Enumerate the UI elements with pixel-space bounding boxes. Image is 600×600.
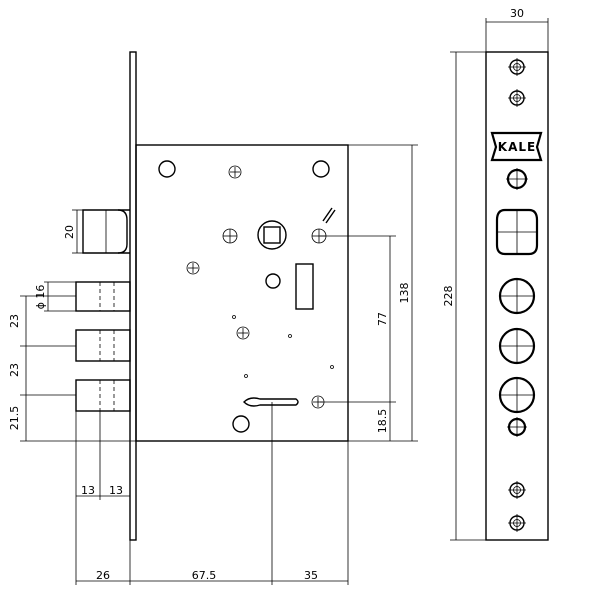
dim-case-remainder: 35: [304, 569, 318, 582]
bolt-1: [75, 281, 131, 312]
dim-deadbolt-height: 20: [63, 225, 76, 239]
dim-bolt-bottom: 21.5: [8, 406, 21, 431]
faceplate: [485, 51, 549, 541]
deadbolt-opening: [495, 208, 539, 256]
slot: [295, 263, 314, 310]
dim-bolt-projection: 26: [96, 569, 110, 582]
dim-total-height: 228: [442, 286, 455, 307]
brand-badge: [490, 131, 543, 162]
spindle-square: [263, 226, 281, 244]
brand-logo: KALE: [498, 140, 536, 154]
dim-bolt-spacing-2: 23: [8, 363, 21, 377]
dim-case-height: 138: [398, 283, 411, 304]
bolt-2: [75, 329, 131, 362]
lock-case: [135, 144, 349, 442]
faceplate-front-view: KALE: [485, 51, 549, 541]
dimension-lines: [20, 18, 549, 585]
spindle-hub: [257, 220, 287, 250]
deadbolt-latch: [82, 209, 130, 254]
dim-spindle-key: 77: [376, 312, 389, 326]
dim-bolt-spacing-1: 23: [8, 314, 21, 328]
dim-key-bottom: 18.5: [376, 409, 389, 434]
dim-faceplate-width: 30: [510, 7, 524, 20]
key-cylinder: [243, 397, 299, 407]
screw-top: [228, 165, 242, 179]
dim-backset: 67.5: [192, 569, 217, 582]
dim-bolt-diameter: ϕ 16: [34, 285, 47, 310]
case-features: [158, 160, 336, 433]
mount-hole-top-right: [312, 160, 330, 178]
mount-hole-top-left: [158, 160, 176, 178]
dim-bolt-step-2: 13: [109, 484, 123, 497]
bolt-3: [75, 379, 131, 412]
dim-bolt-step-1: 13: [81, 484, 95, 497]
lock-body-side-view: [129, 51, 349, 541]
mount-hole-bottom: [232, 415, 250, 433]
forend-plate: [129, 51, 137, 541]
screw-left: [186, 261, 200, 275]
